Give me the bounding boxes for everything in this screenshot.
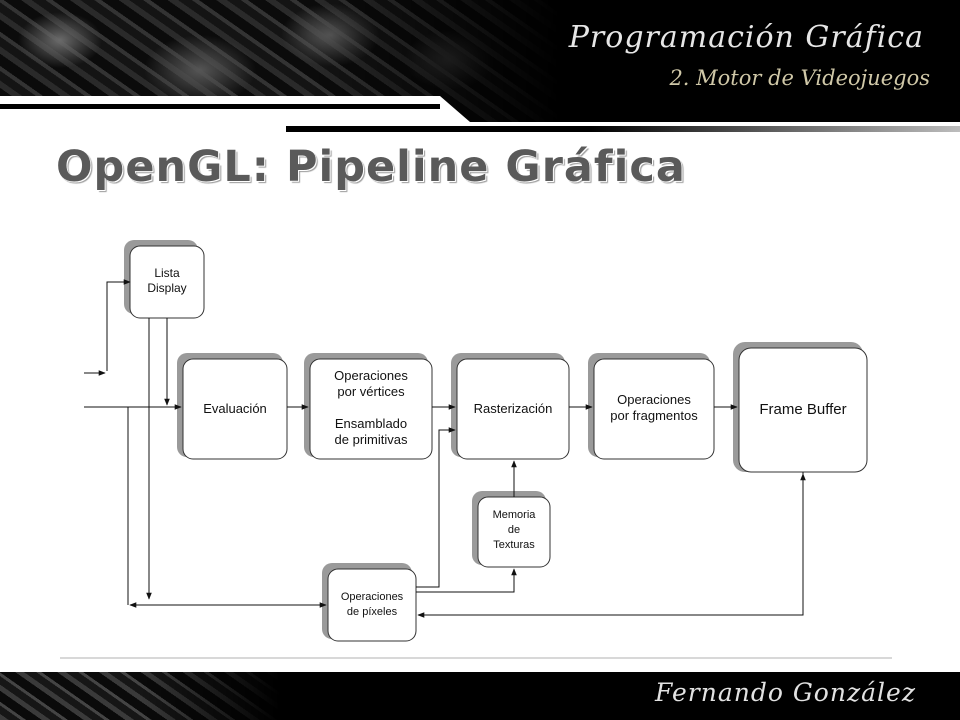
content-divider [60, 657, 892, 659]
label-memoria-line3: Texturas [493, 539, 535, 551]
header-rule [0, 104, 440, 109]
label-lista-line1: Lista [154, 266, 180, 280]
header-white-cut [0, 96, 470, 122]
author-name: Fernando González [655, 678, 916, 707]
label-opfrag-line2: por fragmentos [610, 408, 698, 423]
label-memoria-line1: Memoria [493, 509, 537, 521]
label-opfrag-line1: Operaciones [617, 392, 691, 407]
slide-title: OpenGL: Pipeline Gráfica [56, 142, 686, 192]
label-evaluacion: Evaluación [203, 401, 267, 416]
label-oppix-line2: de píxeles [347, 606, 398, 618]
slide-footer: Fernando González [0, 672, 960, 720]
label-ensamblado-line2: de primitivas [335, 432, 408, 447]
node-op-pixeles [327, 568, 417, 642]
node-op-vertices [309, 358, 433, 460]
title-rule [286, 126, 960, 132]
label-memoria-line2: de [508, 524, 520, 536]
section-subtitle: 2. Motor de Videojuegos [669, 66, 930, 90]
label-oppix-line1: Operaciones [341, 591, 404, 603]
label-frame-buffer: Frame Buffer [759, 401, 846, 418]
course-title: Programación Gráfica [568, 20, 924, 55]
label-ensamblado-line1: Ensamblado [335, 416, 407, 431]
footer-texture-image [0, 672, 280, 720]
label-lista-line2: Display [147, 281, 186, 295]
label-opvert-line2: por vértices [337, 384, 405, 399]
label-opvert-line1: Operaciones [334, 368, 408, 383]
node-rasterizacion [456, 358, 570, 460]
slide-header: Programación Gráfica 2. Motor de Videoju… [0, 0, 960, 122]
node-evaluacion [182, 358, 288, 460]
label-rasterizacion: Rasterización [474, 401, 553, 416]
node-op-fragmentos [593, 358, 715, 460]
